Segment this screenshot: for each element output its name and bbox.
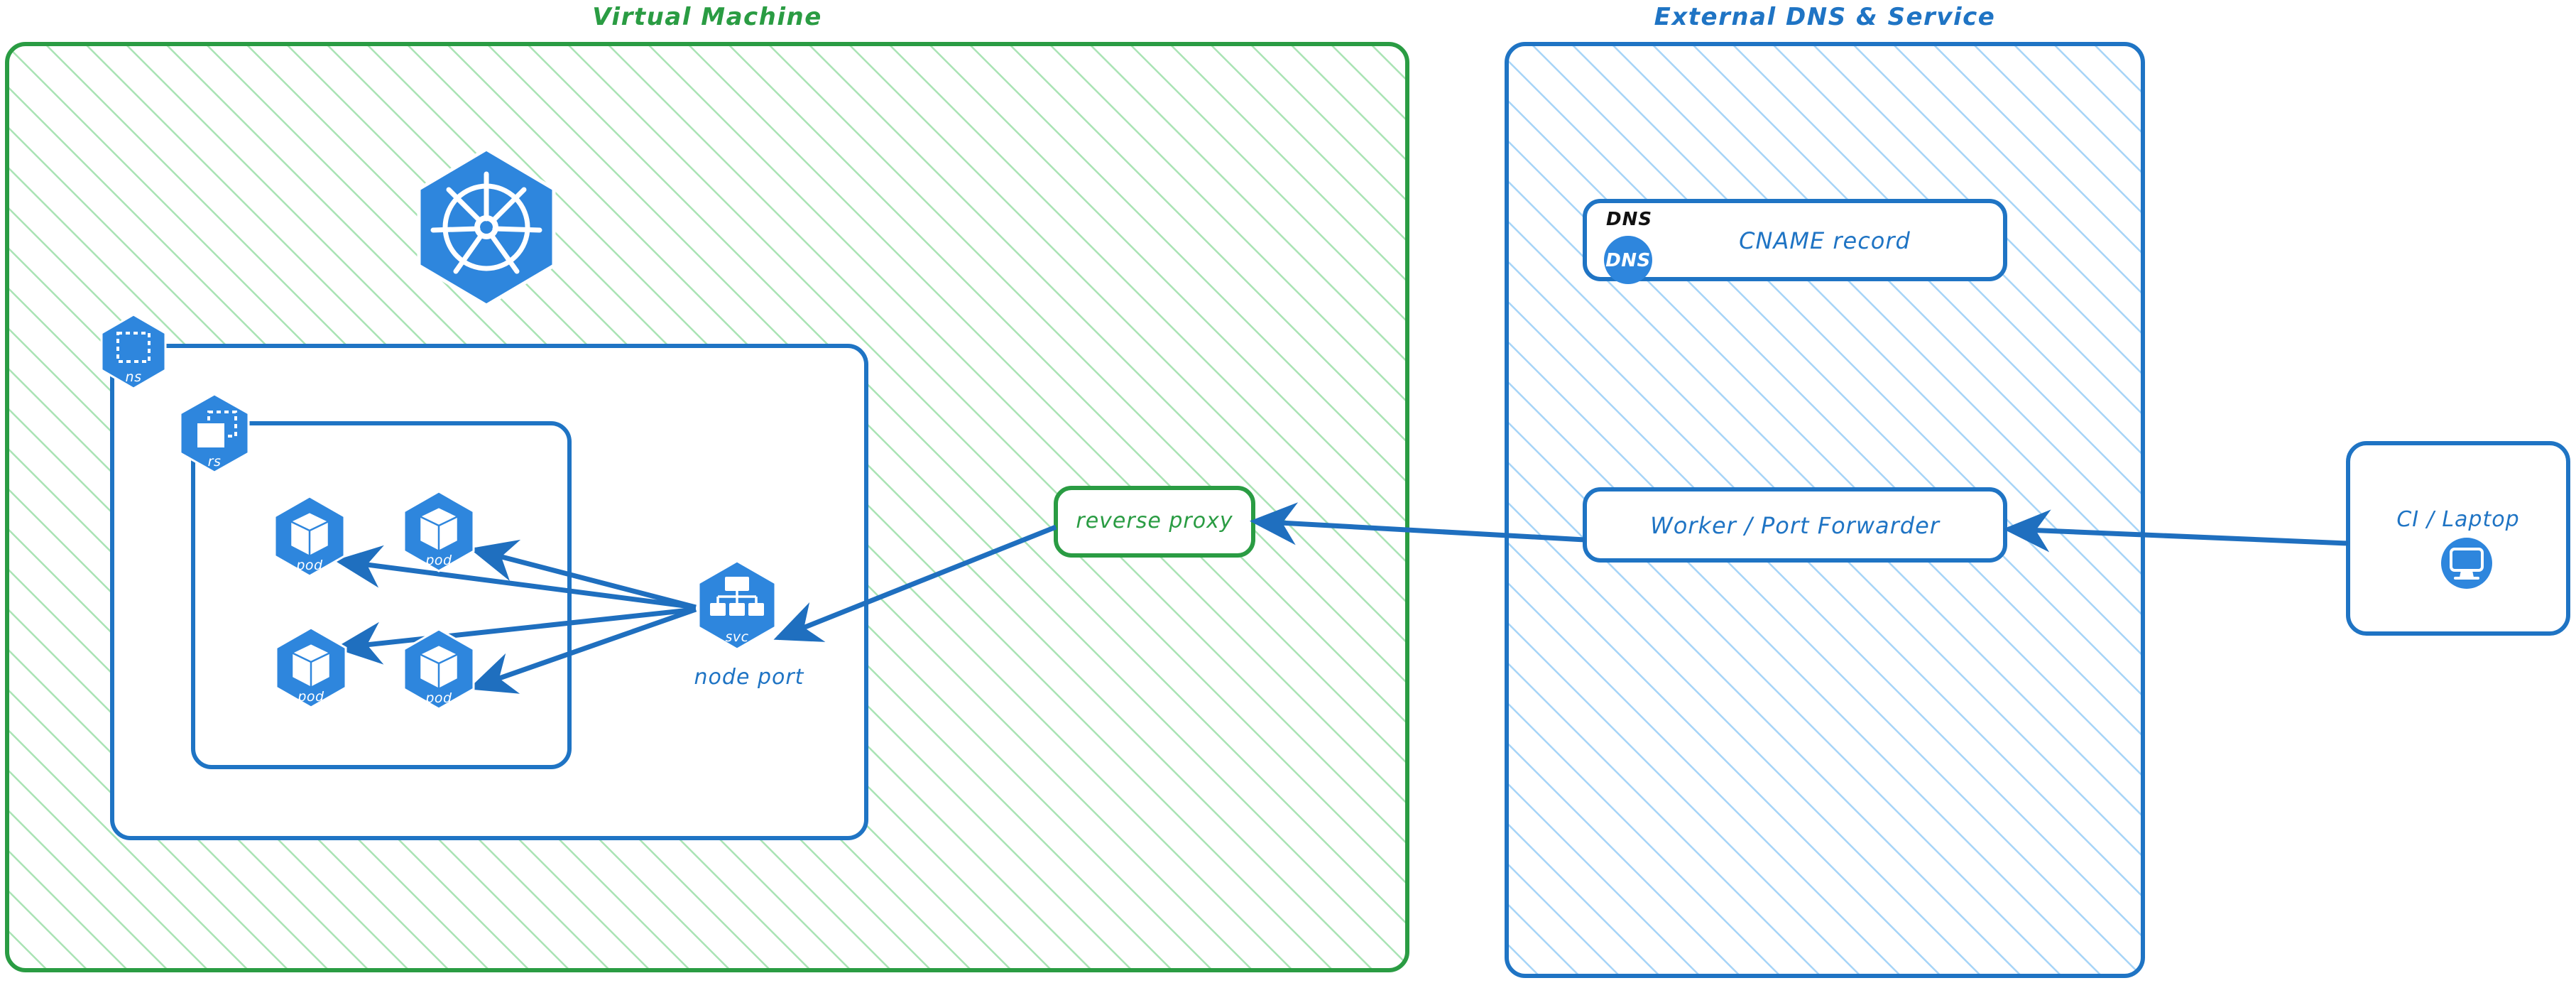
arrow-svc-to-pod-1 — [334, 545, 697, 610]
dns-circle-caption: DNS — [1605, 250, 1651, 271]
panel-title-external-dns-service: External DNS & Service — [1654, 3, 1996, 31]
arrow-reverse-proxy-to-svc — [773, 524, 1057, 642]
arrow-svc-to-pod-4 — [468, 607, 697, 694]
dns-circle-icon: DNS — [1604, 236, 1652, 284]
replicaset-icon-caption: rs — [208, 454, 222, 469]
arrow-ci-laptop-to-worker — [2003, 509, 2349, 553]
dns-record-chip-label: DNS — [1606, 209, 1653, 230]
replicaset-icon: rs — [179, 393, 250, 474]
pod-icon-caption-2: pod — [425, 553, 452, 568]
pod-icon-2: pod — [403, 490, 475, 572]
ci-laptop-box[interactable] — [2346, 441, 2570, 636]
pod-icon-caption-4: pod — [425, 690, 452, 706]
arrow-worker-to-reverse-proxy — [1250, 502, 1586, 545]
pod-icon-4: pod — [403, 628, 475, 710]
pod-icon-caption-1: pod — [295, 558, 323, 573]
arrow-svc-to-pod-2 — [469, 539, 697, 610]
namespace-icon-caption: ns — [126, 369, 142, 385]
node-port-label: node port — [694, 665, 804, 690]
pod-icon-1: pod — [273, 495, 346, 577]
reverse-proxy-label[interactable]: reverse proxy — [1076, 509, 1233, 533]
arrow-svc-to-pod-3 — [334, 607, 697, 665]
service-nodeport-icon: svc — [697, 560, 777, 651]
ci-laptop-label[interactable]: CI / Laptop — [2396, 507, 2520, 532]
pod-icon-3: pod — [275, 626, 347, 709]
dns-record-label[interactable]: CNAME record — [1739, 227, 1911, 254]
pod-icon-caption-3: pod — [297, 689, 324, 705]
kubernetes-logo-icon — [417, 147, 556, 308]
worker-port-forwarder-label[interactable]: Worker / Port Forwarder — [1650, 512, 1940, 539]
monitor-icon — [2441, 538, 2492, 589]
panel-title-virtual-machine: Virtual Machine — [592, 3, 822, 31]
service-icon-caption: svc — [725, 629, 748, 645]
namespace-icon: ns — [100, 313, 167, 390]
replicaset-group-box — [191, 421, 572, 769]
dns-record-box[interactable] — [1583, 199, 2007, 281]
